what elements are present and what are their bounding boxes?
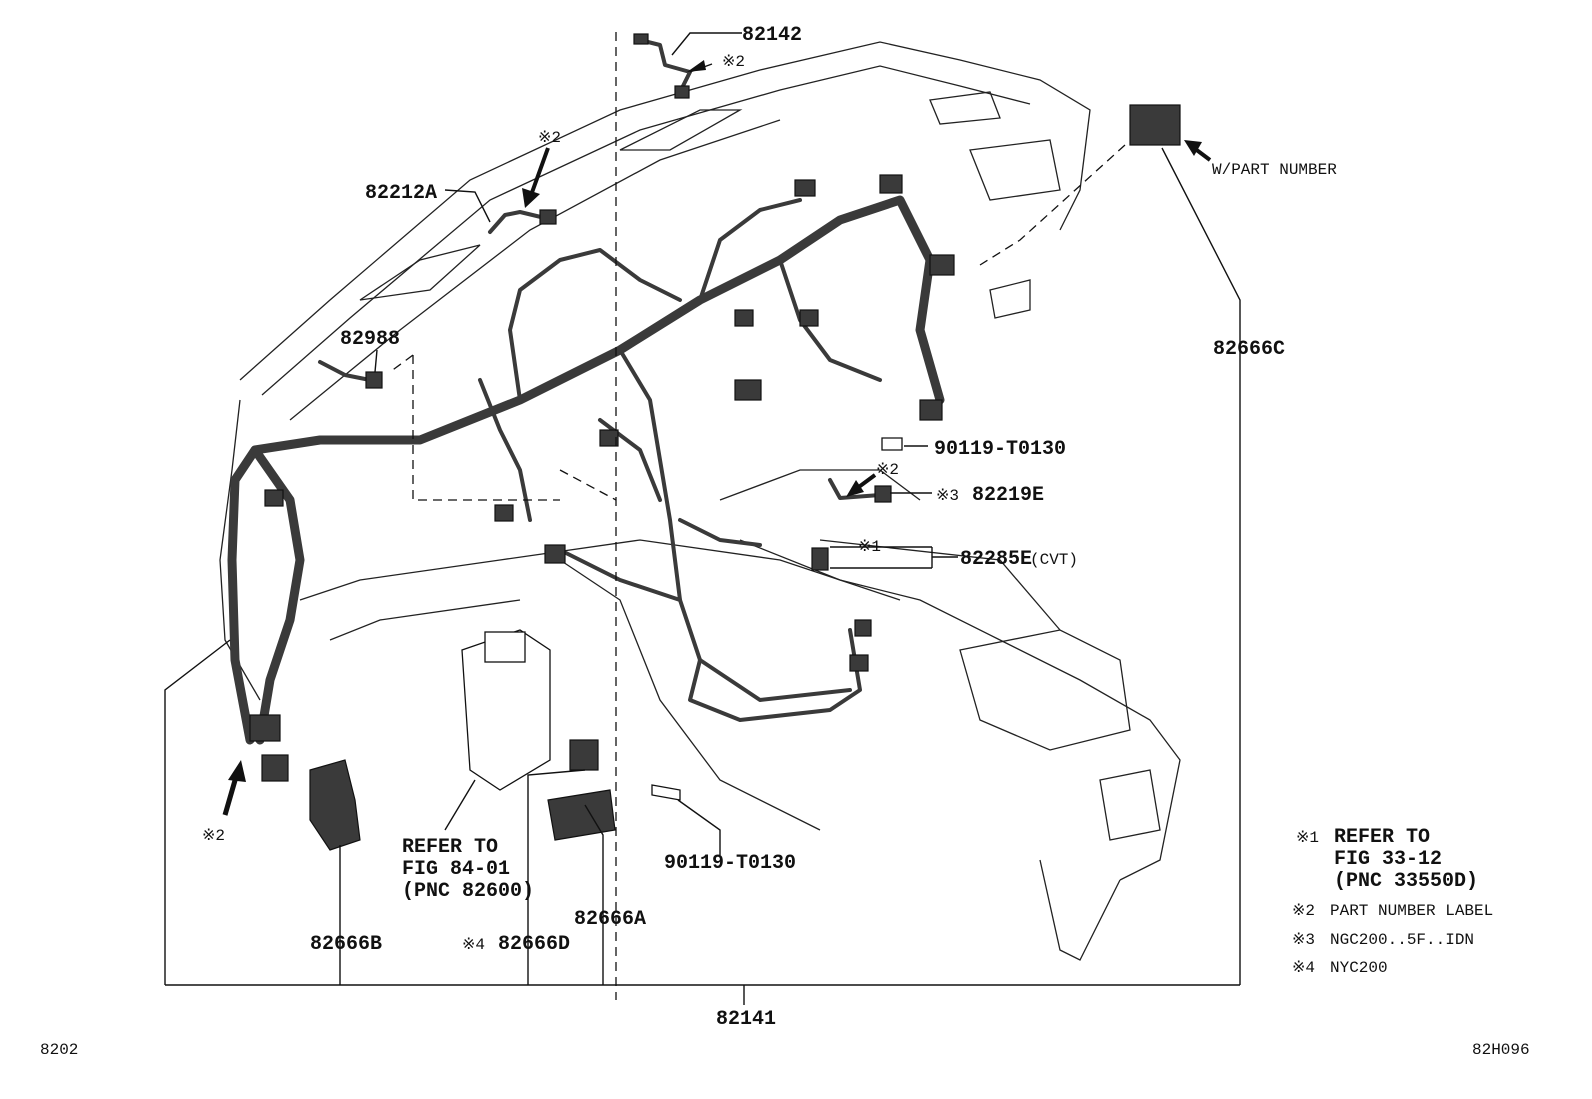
part-82666A — [547, 789, 616, 841]
arrow-82212A — [522, 188, 540, 208]
note-1-line3: (PNC 33550D) — [1334, 870, 1478, 893]
leader-lines — [164, 32, 1241, 1005]
bolt-90119-top — [881, 437, 903, 451]
footer-left-code: 8202 — [40, 1041, 78, 1059]
part-82212A-connector — [539, 209, 557, 225]
label-82666B: 82666B — [310, 933, 382, 956]
note-1-mark: ※1 — [1296, 829, 1319, 847]
part-labels: 82142 ※2 ※2 82212A 82988 W/PART NUMBER 8… — [202, 24, 1337, 1031]
label-left-mark: ※2 — [202, 827, 225, 845]
label-82212A: 82212A — [365, 182, 437, 205]
part-82285E — [811, 547, 829, 571]
label-82666D-prefix: ※4 — [462, 936, 485, 954]
label-82285E-suffix: (CVT) — [1030, 551, 1078, 569]
note-3-text: NGC200..5F..IDN — [1330, 931, 1474, 949]
label-82142-mark: ※2 — [722, 53, 745, 71]
part-82666B — [309, 759, 361, 851]
label-82142: 82142 — [742, 24, 802, 47]
note-3-mark: ※3 — [1292, 931, 1315, 949]
part-82666D — [569, 739, 599, 771]
label-82666A: 82666A — [574, 908, 646, 931]
label-82219E-prefix: ※3 — [936, 487, 959, 505]
footer-right-code: 82H096 — [1472, 1041, 1530, 1059]
part-82666C-connector — [1129, 104, 1181, 146]
label-82141: 82141 — [716, 1008, 776, 1031]
part-82142-connector — [633, 33, 649, 45]
label-82666C: 82666C — [1213, 338, 1285, 361]
arrow-82666C — [1184, 140, 1202, 156]
note-4-mark: ※4 — [1292, 959, 1315, 977]
note-1-line2: FIG 33-12 — [1334, 848, 1442, 871]
footer: 8202 82H096 — [40, 1041, 1530, 1059]
notes-legend: ※1 REFER TO FIG 33-12 (PNC 33550D) ※2 PA… — [1292, 826, 1493, 977]
junction-block — [461, 629, 551, 791]
main-wire-harness — [227, 174, 955, 782]
part-82988-connector — [365, 371, 383, 389]
label-82219E-mark: ※2 — [876, 461, 899, 479]
bolt-90119-bottom — [651, 784, 681, 801]
instrument-panel-outline — [219, 41, 1181, 961]
label-90119-top: 90119-T0130 — [934, 438, 1066, 461]
label-82212A-mark: ※2 — [538, 129, 561, 147]
label-82285E-mark: ※1 — [858, 538, 881, 556]
label-refer-84-line1: REFER TO — [402, 836, 498, 859]
label-82988: 82988 — [340, 328, 400, 351]
arrow-82219E — [846, 480, 864, 497]
label-82666D: 82666D — [498, 933, 570, 956]
label-90119-bottom: 90119-T0130 — [664, 852, 796, 875]
label-82285E: 82285E — [960, 548, 1032, 571]
note-2-mark: ※2 — [1292, 902, 1315, 920]
part-82219E-connector — [874, 485, 892, 503]
note-1-line1: REFER TO — [1334, 826, 1430, 849]
label-refer-84-line2: FIG 84-01 — [402, 858, 510, 881]
note-2-text: PART NUMBER LABEL — [1330, 902, 1493, 920]
arrow-left — [228, 760, 246, 782]
label-refer-84-line3: (PNC 82600) — [402, 880, 534, 903]
arrows — [222, 60, 1212, 816]
label-82219E: 82219E — [972, 484, 1044, 507]
note-4-text: NYC200 — [1330, 959, 1388, 977]
label-w-part-number: W/PART NUMBER — [1212, 161, 1337, 179]
